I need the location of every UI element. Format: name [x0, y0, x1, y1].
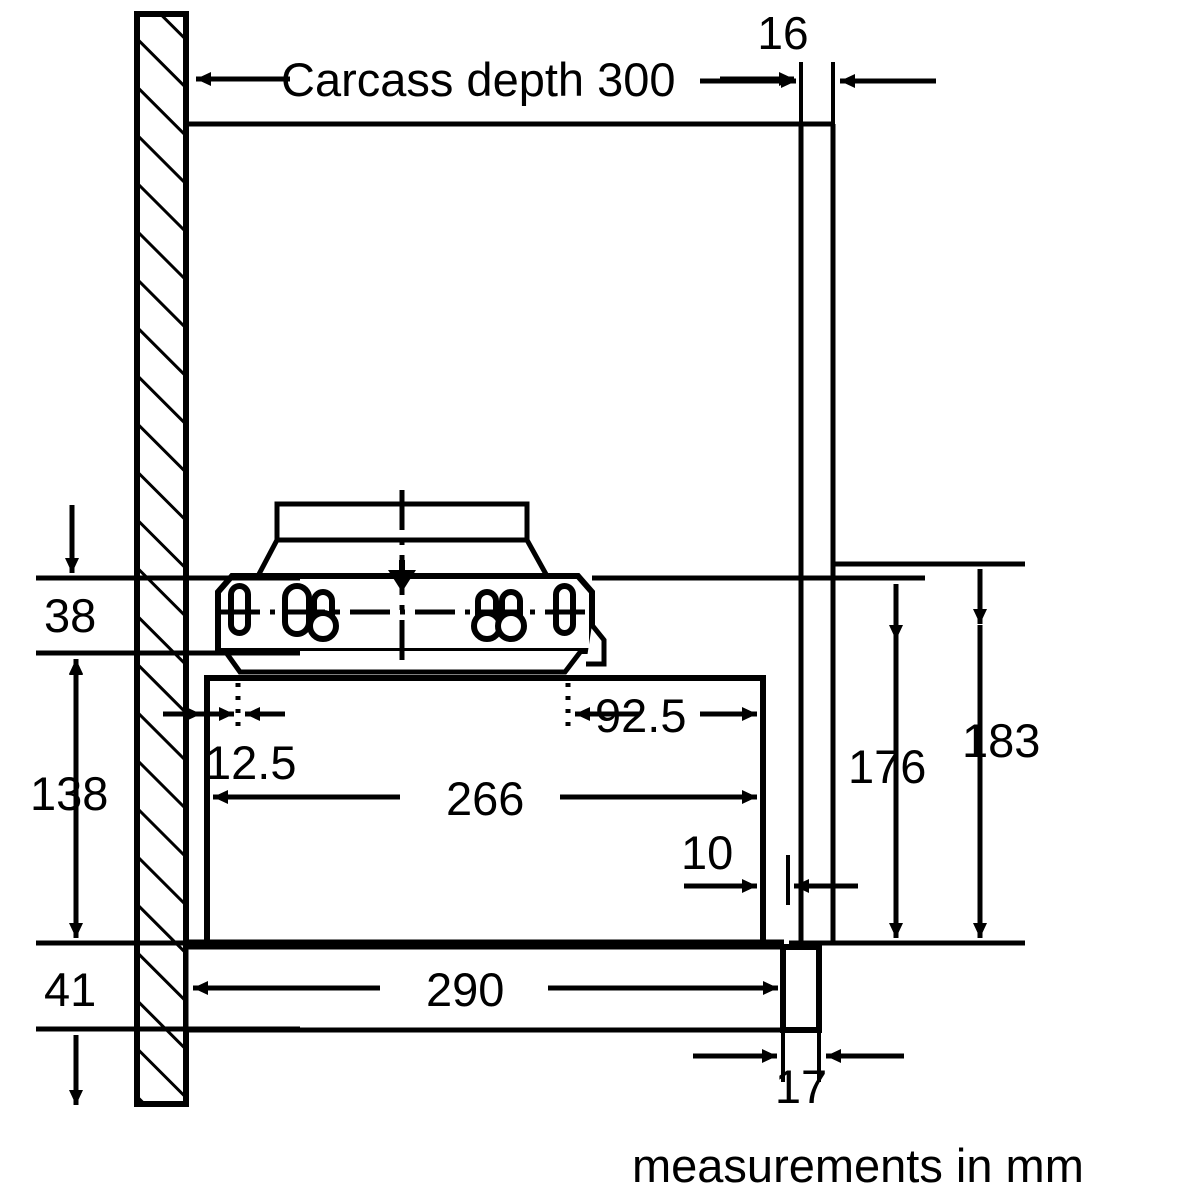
dimension-38-label: 38: [44, 589, 96, 642]
dimension-10-label: 10: [681, 826, 733, 879]
dimension-266: 266: [213, 772, 757, 825]
units-note: measurements in mm: [632, 1139, 1084, 1192]
dimension-138: 138: [30, 660, 300, 946]
handle-trim: [780, 944, 822, 1033]
dimension-183: 183: [833, 561, 1040, 938]
dimension-183-label: 183: [962, 714, 1040, 767]
dimension-290-label: 290: [426, 963, 504, 1016]
dimension-16-label: 16: [757, 7, 808, 59]
dimension-17-label: 17: [775, 1060, 827, 1113]
dimension-92-5-label: 92.5: [595, 689, 686, 742]
dimension-176-label: 176: [848, 740, 926, 793]
dimension-17: 17: [693, 1031, 904, 1113]
dimension-10: 10: [681, 826, 858, 905]
wall-section: [134, 11, 189, 1107]
dimension-138-label: 138: [30, 767, 108, 820]
dimension-92-5: 92.5: [565, 683, 757, 742]
dimension-16: 16: [700, 7, 936, 130]
dimension-290: 290: [193, 963, 778, 1016]
dimension-266-label: 266: [446, 772, 524, 825]
dimension-41: 41: [36, 963, 300, 1105]
dimension-12-5-label: 12.5: [205, 736, 296, 789]
centre-lines: [220, 490, 590, 672]
carcass-depth-label: Carcass depth 300: [281, 53, 676, 106]
carcass-outline: [186, 121, 836, 945]
dimension-41-label: 41: [44, 963, 96, 1016]
dimension-176: 176: [592, 575, 1025, 946]
